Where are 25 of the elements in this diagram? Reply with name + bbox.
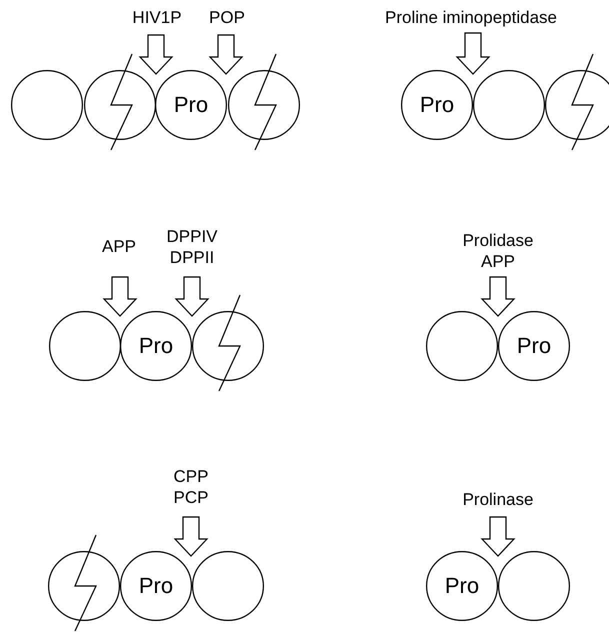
residue-label: Pro — [138, 333, 174, 359]
enzyme-label: DPPIV — [166, 226, 218, 247]
arrow — [138, 34, 174, 75]
enzyme-label: Prolidase — [462, 230, 534, 251]
residue-label: Pro — [420, 92, 454, 118]
arrow — [456, 32, 490, 75]
enzyme-label: CPP — [174, 466, 208, 487]
enzyme-label: Prolinase — [462, 489, 534, 510]
enzyme-label: APP — [480, 251, 516, 272]
residue-label: Pro — [138, 573, 174, 599]
arrow — [174, 276, 210, 317]
enzyme-label: POP — [209, 7, 245, 28]
arrow — [174, 516, 208, 557]
arrow — [480, 276, 516, 317]
arrow — [480, 516, 516, 557]
arrow — [208, 34, 244, 75]
enzyme-label: HIV1P — [132, 7, 182, 28]
enzyme-label: PCP — [174, 487, 208, 508]
enzyme-label: Proline iminopeptidase — [385, 7, 557, 28]
residue-label: Pro — [174, 92, 208, 118]
enzyme-label: DPPII — [170, 247, 214, 268]
arrow — [102, 276, 138, 317]
residue-label: Pro — [516, 333, 552, 359]
enzyme-label: APP — [102, 236, 136, 257]
residue-label: Pro — [444, 573, 480, 599]
